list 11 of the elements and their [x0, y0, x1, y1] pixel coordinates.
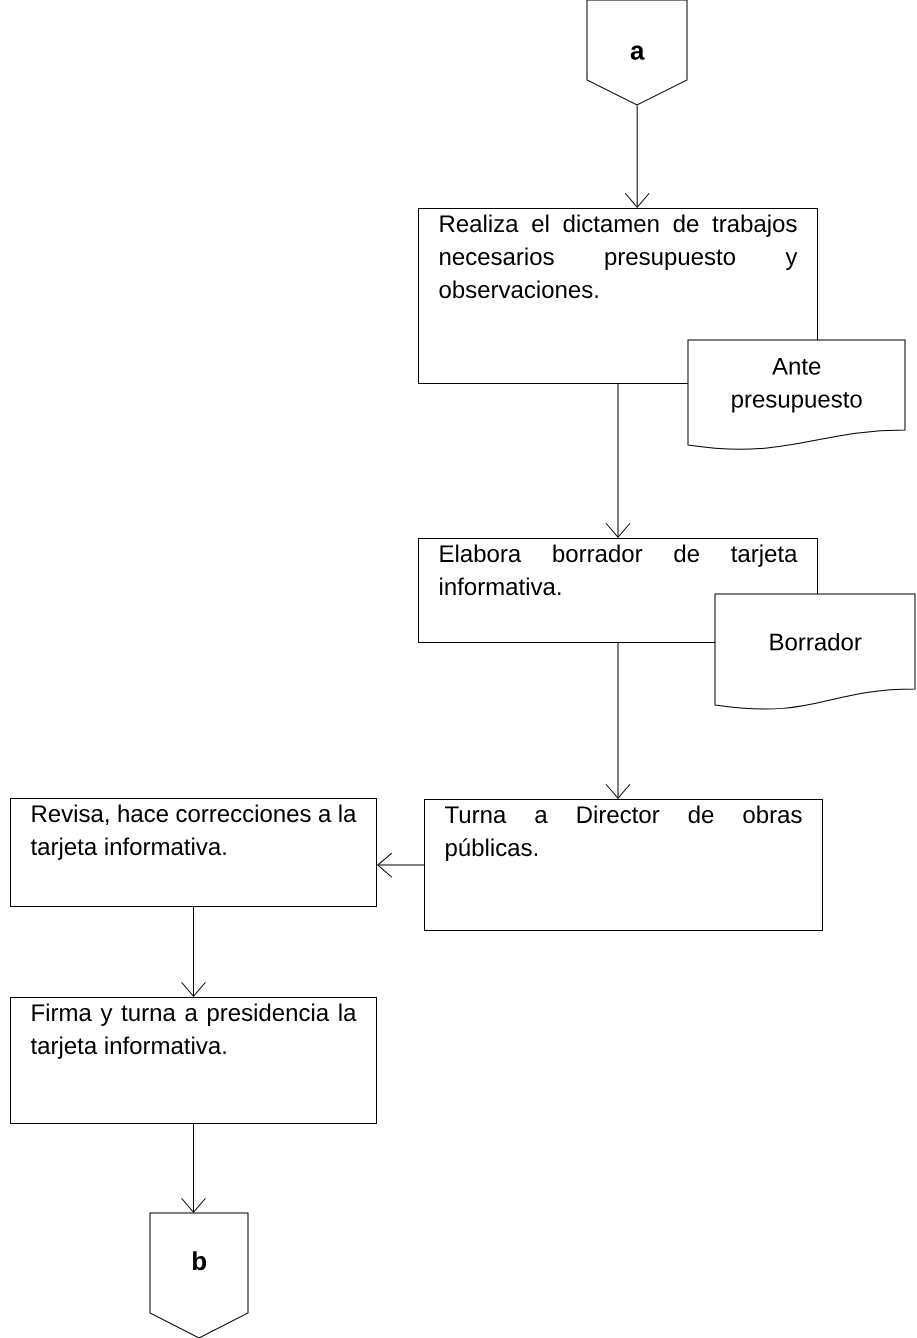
off-page-connector: b	[149, 1212, 249, 1338]
process-box: Firma y turna a presidencia la tarjeta informativa.	[10, 997, 377, 1124]
process-box: Revisa, hace correcciones a la tarjeta informativa.	[10, 798, 377, 907]
arrow	[181, 1123, 206, 1213]
arrow	[624, 104, 650, 208]
process-box: Turna a Director de obras públicas.	[424, 799, 823, 931]
arrow	[377, 852, 425, 878]
off-page-connector: a	[586, 0, 688, 106]
arrow	[605, 642, 631, 799]
arrow	[181, 906, 206, 997]
arrow	[605, 383, 631, 538]
